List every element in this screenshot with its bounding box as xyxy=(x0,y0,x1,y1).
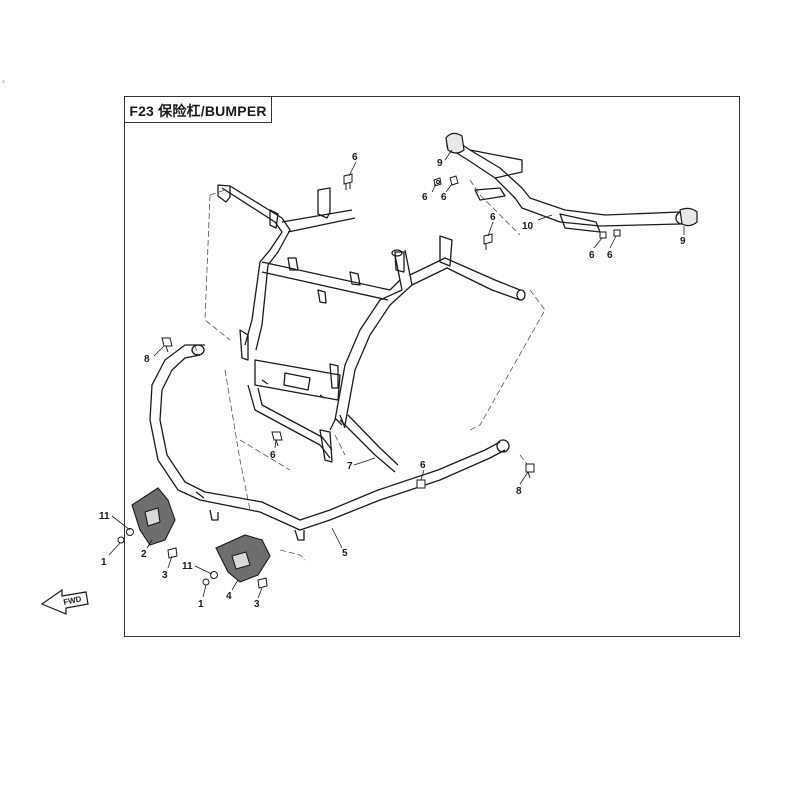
fwd-label: FWD xyxy=(63,594,83,607)
end-caps xyxy=(445,132,698,227)
part-callouts: 6 9 6 6 6 10 6 6 9 8 6 7 6 8 11 1 2 3 11… xyxy=(99,152,686,610)
callout-6-front-left: 6 xyxy=(270,450,276,461)
callout-11-right: 11 xyxy=(182,561,193,572)
fasteners xyxy=(117,173,621,589)
callout-2-guard: 2 xyxy=(141,549,147,560)
front-bumper-bar xyxy=(149,344,510,541)
callout-6-top: 6 xyxy=(352,152,358,163)
leader-lines xyxy=(108,149,685,599)
callout-7-frame: 7 xyxy=(347,461,353,472)
callout-5-front-bar: 5 xyxy=(342,548,348,559)
page-title: F23 保险杠/BUMPER xyxy=(129,103,267,119)
callout-8-right: 8 xyxy=(516,486,522,497)
upper-frame-part xyxy=(217,184,526,473)
callout-1-left: 1 xyxy=(101,557,107,568)
callout-6-right-bracket: 6 xyxy=(490,212,496,223)
callout-3-right: 3 xyxy=(254,599,260,610)
callout-11-left: 11 xyxy=(99,511,110,522)
rear-bumper-bar xyxy=(446,137,689,233)
title-box xyxy=(124,96,272,123)
assembly-guide-lines xyxy=(194,179,546,561)
callout-9-right-cap: 9 xyxy=(680,236,686,247)
callout-6-rear-bolt-a: 6 xyxy=(589,250,595,261)
callout-4-guard: 4 xyxy=(226,591,232,602)
callout-1-right: 1 xyxy=(198,599,204,610)
forward-direction-arrow: FWD xyxy=(40,588,89,615)
callout-6-rear-left: 6 xyxy=(422,192,428,203)
callout-10-rear-bar: 10 xyxy=(522,221,534,232)
diagram-frame xyxy=(124,96,740,637)
callout-3-left: 3 xyxy=(162,570,168,581)
callout-6-rear-mid: 6 xyxy=(441,192,447,203)
callout-8-left: 8 xyxy=(144,354,150,365)
callout-9-rear-cap: 9 xyxy=(437,158,443,169)
guard-plates xyxy=(131,487,271,583)
callout-6-rear-bolt-b: 6 xyxy=(607,250,613,261)
corner-mark: ‹ xyxy=(2,76,5,86)
callout-6-front-right: 6 xyxy=(420,460,426,471)
